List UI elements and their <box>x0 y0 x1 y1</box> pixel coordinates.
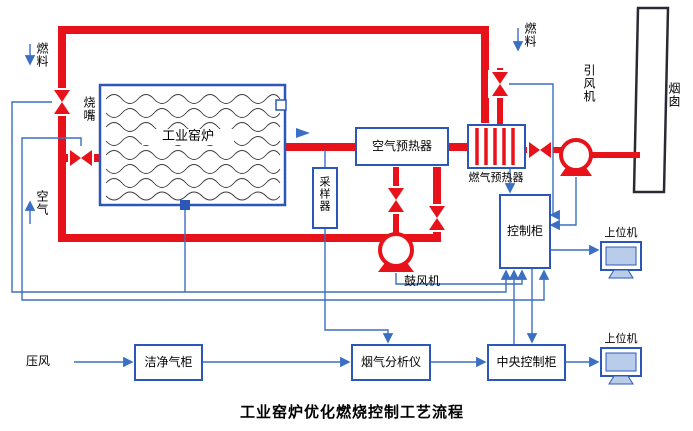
diagram-title: 工业窑炉优化燃烧控制工艺流程 <box>239 403 464 421</box>
signal-fuel-valve-to-cabinet <box>11 101 512 293</box>
host-computer-lower-icon <box>600 347 642 385</box>
valve-air-left <box>68 146 94 170</box>
sampler-label: 采样器 <box>318 176 331 212</box>
pipe-hot-gas-loop <box>58 26 489 240</box>
fuel-right-label: 燃料 <box>523 22 537 48</box>
signal-air-valve-to-cabinet <box>21 137 550 301</box>
signal-fuel-right-valve-to-cabinet <box>509 83 560 221</box>
kiln-sight-port <box>275 99 287 111</box>
sampler-box <box>312 167 338 229</box>
kiln-box <box>98 83 287 207</box>
valve-blower-outlet <box>384 186 408 214</box>
central-control-cabinet-box <box>487 344 566 381</box>
induced-fan-label: 引风机 <box>582 64 596 103</box>
control-cabinet-box <box>499 194 551 269</box>
signal-lines <box>11 28 600 368</box>
flue-gas-analyzer-label: 烟气分析仪 <box>360 355 421 370</box>
burner-label: 烧嘴 <box>82 96 96 122</box>
valves <box>50 70 553 232</box>
clean-gas-cabinet-label: 洁净气柜 <box>144 355 193 370</box>
chimney-label: 烟囱 <box>667 82 681 108</box>
flue-gas-analyzer-box <box>351 344 431 381</box>
induced-draft-fan-symbol <box>559 138 593 176</box>
air-preheater-label: 空气预热器 <box>371 139 432 154</box>
host-computer-upper-icon <box>600 241 642 279</box>
blower-label: 鼓风机 <box>404 274 441 288</box>
equipment-boxes <box>98 83 566 381</box>
clean-gas-cabinet-box <box>134 344 203 381</box>
signal-sampler-to-analyzer <box>324 229 394 344</box>
valve-fuel-right <box>488 70 512 98</box>
host-upper-label: 上位机 <box>604 226 638 239</box>
host-lower-label: 上位机 <box>604 332 638 345</box>
valve-fuel-left <box>50 88 74 116</box>
control-cabinet-label: 控制柜 <box>506 224 543 239</box>
central-control-cabinet-label: 中央控制柜 <box>496 355 557 370</box>
compressed-air-label: 压风 <box>26 354 51 368</box>
flue-flow-arrow <box>296 128 310 138</box>
air-preheater-box <box>355 127 449 166</box>
valve-hot-air-return <box>425 204 449 232</box>
air-label: 空气 <box>35 190 49 216</box>
valve-before-fan <box>527 138 553 162</box>
gas-preheater-fins <box>475 128 515 165</box>
blower-fan-symbol <box>378 232 414 272</box>
fuel-left-label: 燃料 <box>35 42 49 68</box>
signal-induced-fan-to-cabinet <box>549 177 577 231</box>
gas-preheater-label: 燃气预热器 <box>468 171 524 184</box>
kiln-bottom-sensor <box>180 200 190 210</box>
kiln-label: 工业窑炉 <box>142 129 234 145</box>
chimney-shape <box>632 6 670 194</box>
signal-blower-to-cabinet <box>395 269 528 285</box>
